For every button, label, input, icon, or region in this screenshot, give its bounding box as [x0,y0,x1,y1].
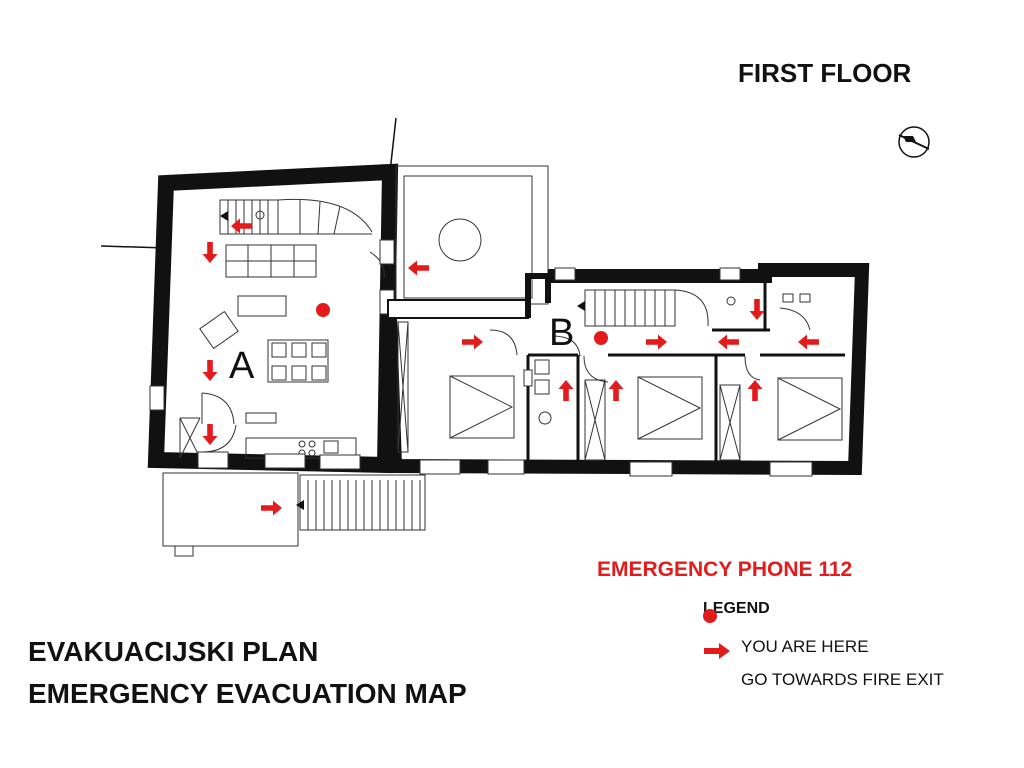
building-b [383,263,870,477]
exit-arrow-icon [408,260,429,276]
building-a [100,117,399,474]
courtyard [395,165,549,305]
staircase-b [584,289,811,327]
exit-arrow-icon [646,334,667,350]
floor-title: FIRST FLOOR [738,58,912,88]
exit-direction-arrow-icon [704,643,730,659]
you-are-here-marker-a [316,303,330,317]
legend-you-are-here: YOU ARE HERE [741,637,869,656]
exit-arrow-icon [747,380,763,401]
plan-title-local: EVAKUACIJSKI PLAN [28,636,319,667]
you-are-here-dot-icon [703,609,717,623]
room-label-a: A [229,345,255,387]
legend-fire-exit: GO TOWARDS FIRE EXIT [741,670,944,689]
bathroom [489,307,811,425]
dining-table [267,339,329,383]
kitchen-counter [245,412,357,459]
you-are-here-marker-b [594,331,608,345]
exit-arrow-icon [608,380,624,401]
legend-title: LEGEND [703,600,770,617]
room-label-b: B [549,312,575,354]
exit-arrow-icon [202,242,218,263]
staircase-a [219,198,373,235]
compass-icon [898,126,930,158]
exit-arrow-icon [261,500,282,516]
emergency-phone: EMERGENCY PHONE 112 [597,558,853,581]
exit-arrow-icon [231,218,252,234]
exit-arrow-icon [718,334,739,350]
beds [449,375,843,441]
sofa-set [199,244,317,350]
exit-arrow-icon [749,299,765,320]
exit-arrow-icon [202,424,218,445]
exit-arrow-icon [798,334,819,350]
plan-title-en: EMERGENCY EVACUATION MAP [28,678,467,709]
exit-arrow-icon [202,360,218,381]
exit-arrow-icon [462,334,483,350]
exit-arrow-icon [558,380,574,401]
exterior-stairs [162,472,426,557]
